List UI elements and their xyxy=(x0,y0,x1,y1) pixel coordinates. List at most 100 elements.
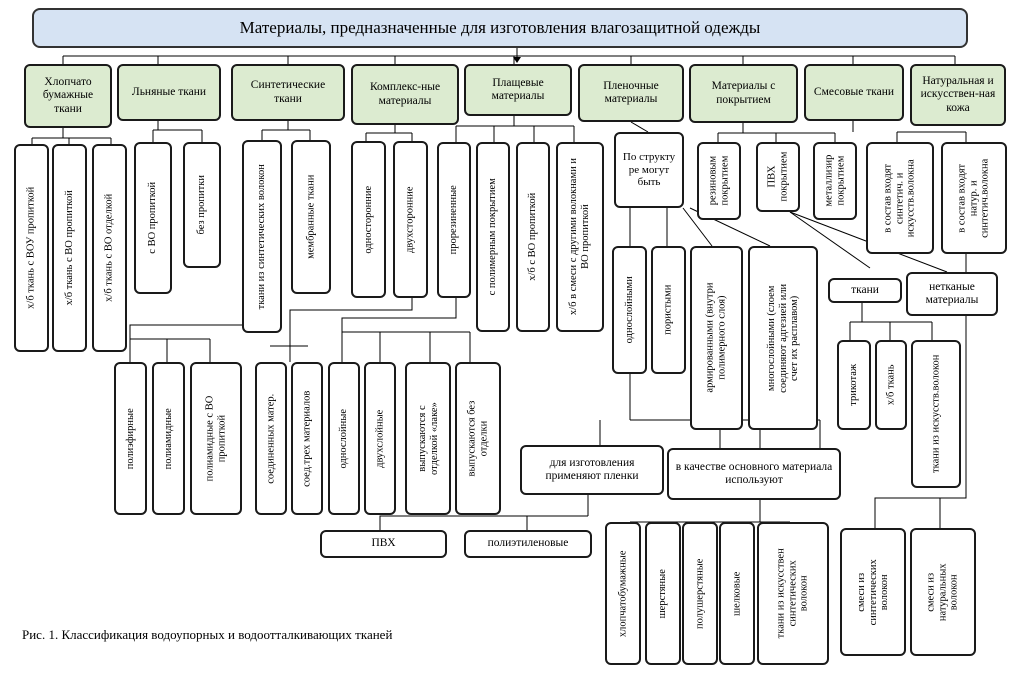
cotton-item: х/б ткань с ВО пропиткой xyxy=(52,144,87,352)
coated-fabric-label: ткани из искусств.волокон xyxy=(930,354,942,474)
raincoat-item: х/б с ВО пропиткой xyxy=(516,142,550,332)
category-cotton: Хлопчато бумажные ткани xyxy=(24,64,112,128)
diagram-title: Материалы, предназначенные для изготовле… xyxy=(32,8,968,48)
base-item-label: хлопчатобумажные xyxy=(617,550,629,637)
coated-item: металлизир покрытием xyxy=(813,142,857,220)
complex-sub-label: соединенных матер. xyxy=(265,393,277,484)
film-item-label: армированными (внутри полимерного слоя) xyxy=(704,282,728,394)
film-item: армированными (внутри полимерного слоя) xyxy=(690,246,743,430)
raincoat-item: с полимерным покрытием xyxy=(476,142,510,332)
raincoat-item-label: х/б с ВО пропиткой xyxy=(527,192,539,281)
category-synthetic: Синтетические ткани xyxy=(231,64,345,121)
raincoat-sub-label: двухслойные xyxy=(374,409,386,468)
mixed-item: в состав входят синтетич. и искусств.вол… xyxy=(866,142,934,254)
base-item: полушерстяные xyxy=(682,522,718,665)
coated-item-label: резиновым покрытием xyxy=(707,156,731,206)
synthetic-sub-label: полиамидные с ВО пропиткой xyxy=(204,395,227,482)
linen-item-label: с ВО пропиткой xyxy=(147,182,159,254)
raincoat-sub-label: однослойные xyxy=(338,408,350,469)
category-leather: Натуральная и искусствен-ная кожа xyxy=(910,64,1006,126)
complex-item-label: односторонние xyxy=(362,185,374,254)
mixed-item-label: в состав входят натур. и синтетич.волокн… xyxy=(956,158,991,238)
raincoat-sub-item: двухслойные xyxy=(364,362,396,515)
synthetic-item-label: ткани из синтетических волокон xyxy=(256,163,268,310)
raincoat-item: х/б в смеси с другими волокнами и ВО про… xyxy=(556,142,604,332)
mixed-sub-label: смеси из натуральных волокон xyxy=(925,563,960,621)
coated-item-label: металлизир покрытием xyxy=(823,155,847,207)
coated-fabric-item: ткани из искусств.волокон xyxy=(911,340,961,488)
complex-sub-label: соед.трех материалов xyxy=(301,390,313,487)
coated-item: ПВХ покрытием xyxy=(756,142,800,212)
synthetic-item: мембранные ткани xyxy=(291,140,331,294)
raincoat-sub-label: выпускаются с отделкой «лаке» xyxy=(416,402,439,475)
raincoat-sub-item: выпускаются без отделки xyxy=(455,362,501,515)
coated-sub-nonwoven: нетканые материалы xyxy=(906,272,998,316)
coated-fabric-label: х/б ткань xyxy=(885,364,897,406)
complex-sub-item: соед.трех материалов xyxy=(291,362,323,515)
coated-fabric-label: трикотаж xyxy=(848,364,860,406)
film-item: многослойными (слоем соединяют адгезией … xyxy=(748,246,818,430)
base-item: ткани из искусствен синтетических волоко… xyxy=(757,522,829,665)
synthetic-sub-label: полиэфирные xyxy=(124,407,136,470)
linen-item-label: без пропитки xyxy=(196,175,208,235)
complex-sub-item: соединенных матер. xyxy=(255,362,287,515)
mixed-item: в состав входят натур. и синтетич.волокн… xyxy=(941,142,1007,254)
category-mixed: Смесовые ткани xyxy=(804,64,904,121)
complex-item: двухсторонние xyxy=(393,141,428,298)
film-type-polyethylene: полиэтиленовые xyxy=(464,530,592,558)
coated-fabric-item: трикотаж xyxy=(837,340,871,430)
film-item: однослойными xyxy=(612,246,647,374)
synthetic-item-label: мембранные ткани xyxy=(305,174,317,260)
linen-item: без пропитки xyxy=(183,142,221,268)
cotton-item-label: х/б ткань с ВОУ пропиткой xyxy=(25,186,37,310)
film-type-pvc: ПВХ xyxy=(320,530,447,558)
mixed-sub-label: смеси из синтетических волокон xyxy=(855,558,890,626)
coated-sub-fabrics: ткани xyxy=(828,278,902,303)
raincoat-item-label: прорезиненные xyxy=(448,185,460,255)
category-complex: Комплекс-ные материалы xyxy=(351,64,459,125)
mixed-item-label: в состав входят синтетич. и искусств.вол… xyxy=(882,159,917,237)
synthetic-sub-item: полиамидные с ВО пропиткой xyxy=(190,362,242,515)
synthetic-sub-item: полиамидные xyxy=(152,362,185,515)
raincoat-sub-label: выпускаются без отделки xyxy=(466,400,490,477)
base-item-label: ткани из искусствен синтетических волоко… xyxy=(775,548,810,639)
base-material-label: в качестве основного материала использую… xyxy=(667,448,841,500)
coated-item-label: ПВХ покрытием xyxy=(766,152,790,202)
linen-item: с ВО пропиткой xyxy=(134,142,172,294)
category-raincoat: Плащевые материалы xyxy=(464,64,572,116)
base-item: хлопчатобумажные xyxy=(605,522,641,665)
base-item-label: полушерстяные xyxy=(694,558,706,629)
film-item: пористыми xyxy=(651,246,686,374)
category-film: Пленочные материалы xyxy=(578,64,684,122)
cotton-item-label: х/б ткань с ВО пропиткой xyxy=(63,190,75,306)
synthetic-sub-label: полиамидные xyxy=(162,407,174,470)
film-item-label: однослойными xyxy=(623,276,635,344)
raincoat-item-label: с полимерным покрытием xyxy=(487,178,499,296)
base-item: шерстяные xyxy=(645,522,681,665)
raincoat-sub-item: выпускаются с отделкой «лаке» xyxy=(405,362,451,515)
mixed-sub-item: смеси из синтетических волокон xyxy=(840,528,906,656)
coated-fabric-item: х/б ткань xyxy=(875,340,907,430)
film-item-label: многослойными (слоем соединяют адгезией … xyxy=(765,283,800,393)
cotton-item: х/б ткань с ВОУ пропиткой xyxy=(14,144,49,352)
film-structure-question: По структу ре могут быть xyxy=(614,132,684,208)
cotton-item: х/б ткань с ВО отделкой xyxy=(92,144,127,352)
synthetic-item: ткани из синтетических волокон xyxy=(242,140,282,333)
category-linen: Льняные ткани xyxy=(117,64,221,121)
raincoat-sub-item: однослойные xyxy=(328,362,360,515)
base-item-label: шерстяные xyxy=(657,568,669,619)
category-coated: Материалы с покрытием xyxy=(689,64,798,123)
base-item-label: шелковые xyxy=(731,571,743,616)
film-use-label: для изготовления применяют пленки xyxy=(520,445,664,495)
mixed-sub-item: смеси из натуральных волокон xyxy=(910,528,976,656)
base-item: шелковые xyxy=(719,522,755,665)
film-item-label: пористыми xyxy=(662,284,674,336)
raincoat-item-label: х/б в смеси с другими волокнами и ВО про… xyxy=(568,158,591,316)
coated-item: резиновым покрытием xyxy=(697,142,741,220)
complex-item: односторонние xyxy=(351,141,386,298)
raincoat-item: прорезиненные xyxy=(437,142,471,298)
cotton-item-label: х/б ткань с ВО отделкой xyxy=(103,193,115,303)
figure-caption: Рис. 1. Классификация водоупорных и водо… xyxy=(22,627,393,642)
